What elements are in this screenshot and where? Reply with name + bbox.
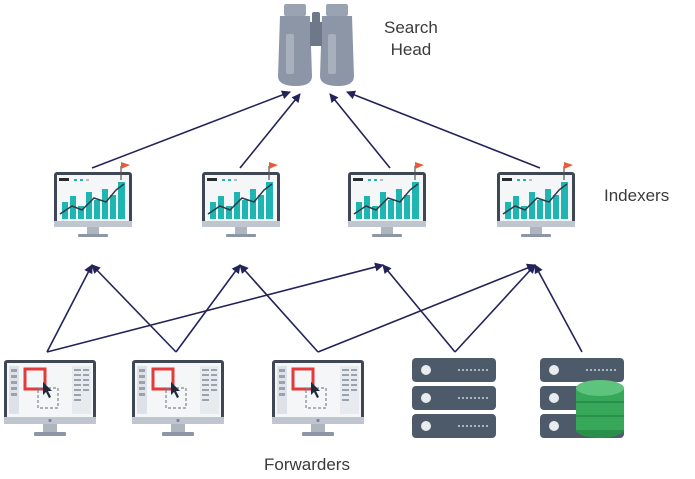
indexer-3-monitor-chart-icon bbox=[347, 161, 427, 238]
search-head-label: Search Head bbox=[384, 17, 438, 61]
arrow-forwarder-4-to-indexer-4 bbox=[454, 264, 536, 353]
arrow-forwarder-1-to-indexer-3 bbox=[46, 262, 384, 353]
arrow-forwarder-3-to-indexer-4 bbox=[317, 263, 536, 353]
arrow-forwarder-2-to-indexer-2 bbox=[175, 264, 241, 353]
arrows-to-search-head bbox=[91, 90, 541, 169]
arrow-indexer-1-to-search-head bbox=[91, 90, 291, 169]
binoculars-icon bbox=[278, 4, 354, 86]
forwarder-1-monitor-editor-icon bbox=[2, 358, 98, 438]
arrow-indexer-3-to-search-head bbox=[329, 93, 391, 169]
forwarders-label: Forwarders bbox=[264, 455, 350, 474]
search-head-label-line1: Search bbox=[384, 18, 438, 37]
search-head-label-line2: Head bbox=[390, 40, 432, 59]
arrows-to-indexers bbox=[46, 262, 583, 353]
arrow-forwarder-1-to-indexer-1 bbox=[46, 264, 93, 353]
forwarder-3-monitor-editor-icon bbox=[270, 358, 366, 438]
arrow-forwarder-4-to-indexer-3 bbox=[382, 264, 456, 353]
arrow-forwarder-2-to-indexer-1 bbox=[91, 264, 177, 353]
arrow-indexer-4-to-search-head bbox=[346, 90, 541, 169]
forwarder-2-monitor-editor-icon bbox=[130, 358, 226, 438]
forwarder-5-server-database-icon bbox=[539, 357, 625, 439]
forwarder-4-server-rack-icon bbox=[411, 357, 497, 439]
indexer-2-monitor-chart-icon bbox=[201, 161, 281, 238]
indexers-label: Indexers bbox=[604, 186, 670, 205]
indexer-4-monitor-chart-icon bbox=[496, 161, 576, 238]
indexer-1-monitor-chart-icon bbox=[53, 161, 133, 238]
arrow-indexer-2-to-search-head bbox=[239, 93, 301, 169]
arrow-forwarder-3-to-indexer-2 bbox=[239, 264, 319, 353]
arrow-forwarder-5-to-indexer-4 bbox=[534, 264, 583, 353]
